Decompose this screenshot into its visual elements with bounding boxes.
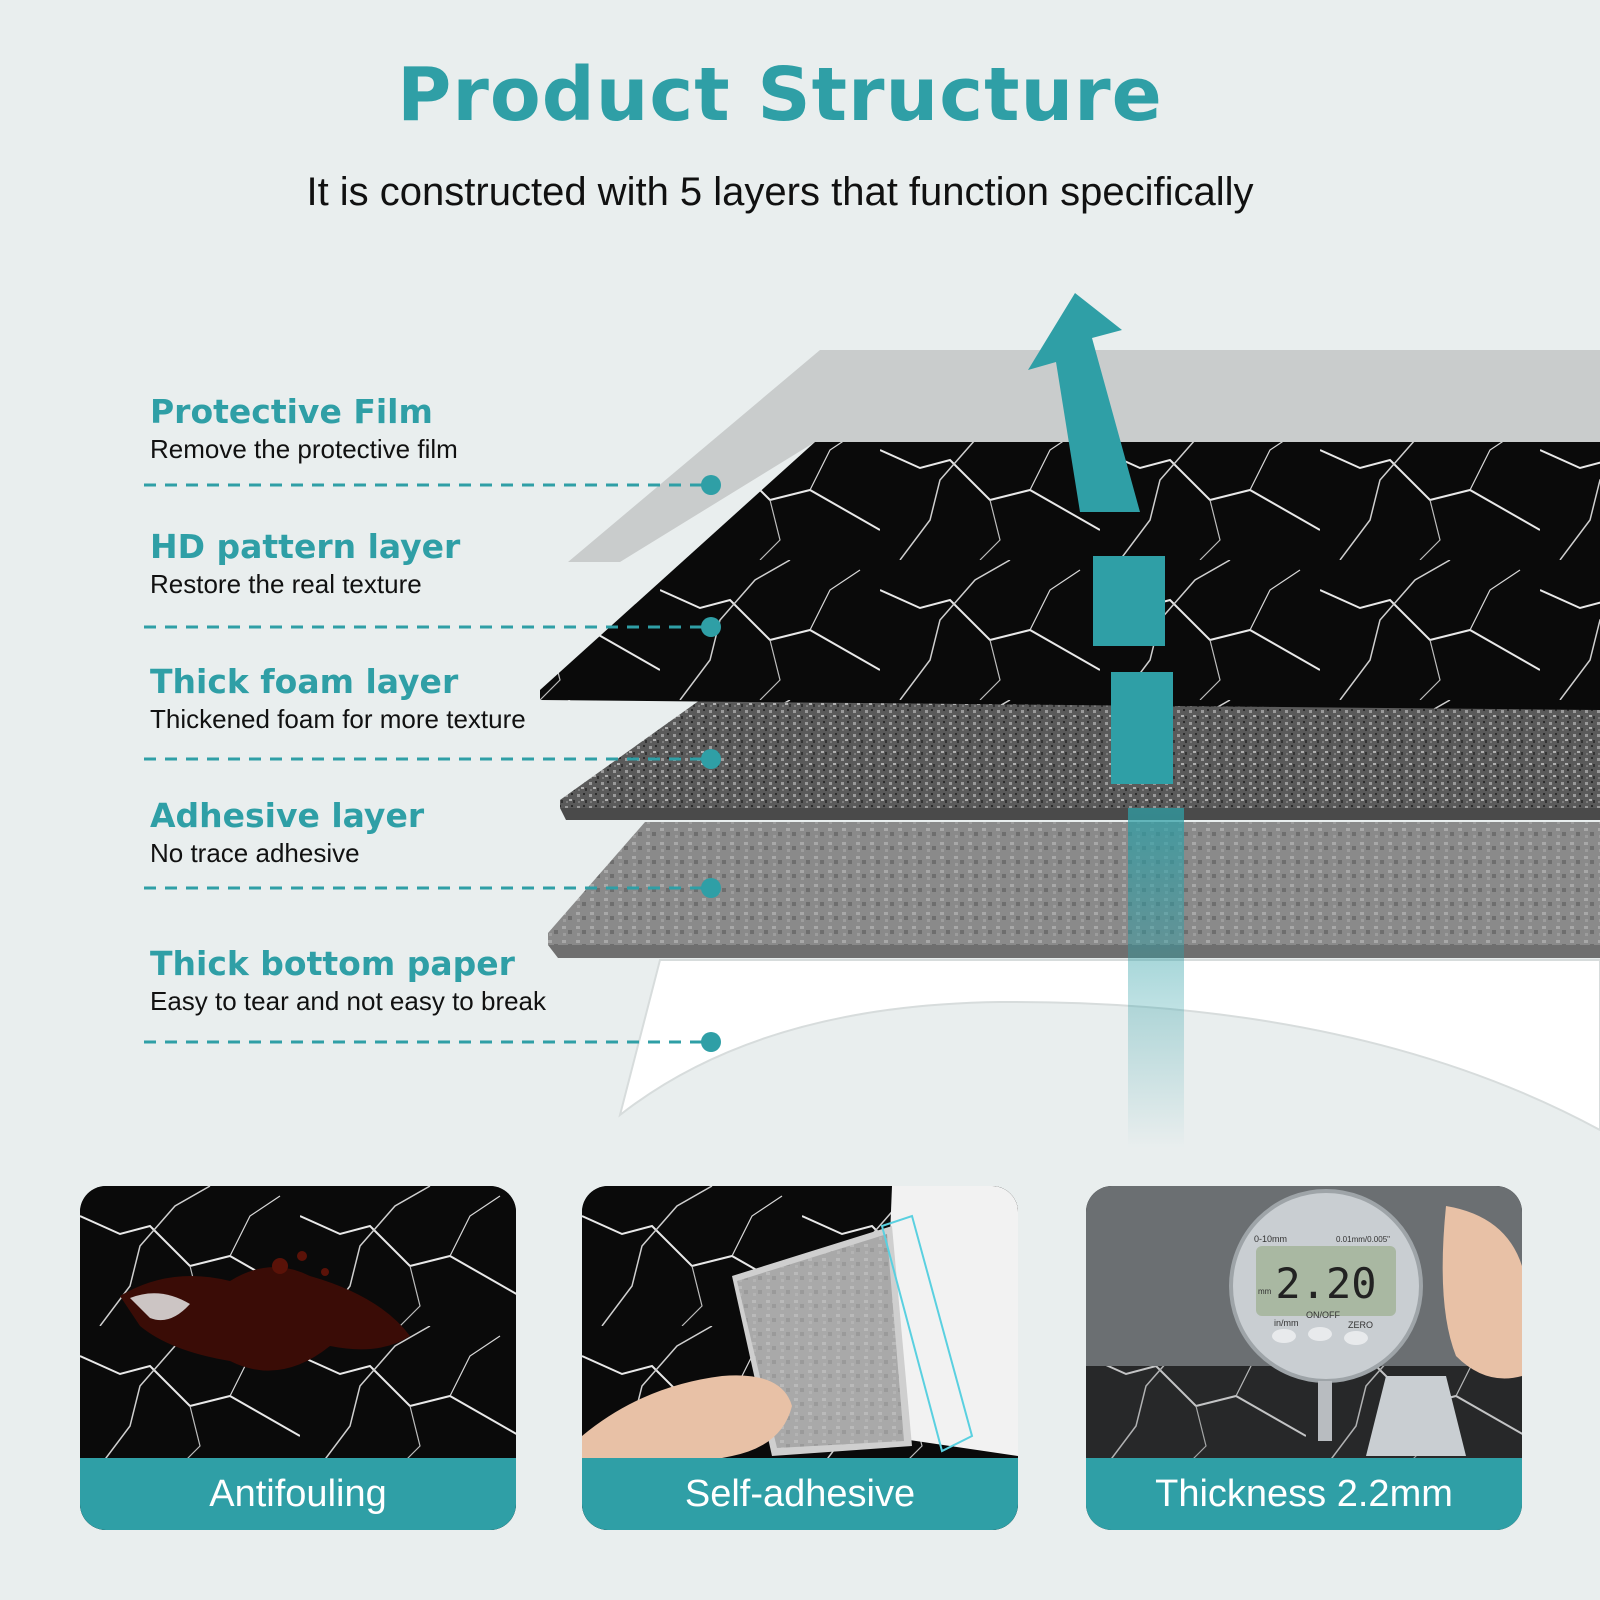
card-label: Thickness 2.2mm xyxy=(1086,1458,1522,1530)
upward-arrow-icon xyxy=(1028,293,1140,512)
leader-dot xyxy=(701,749,721,769)
page-title: Product Structure xyxy=(397,52,1163,138)
layer-desc: Easy to tear and not easy to break xyxy=(150,986,547,1016)
page-subtitle: It is constructed with 5 layers that fun… xyxy=(306,170,1254,214)
layer-label-protective-film: Protective Film Remove the protective fi… xyxy=(150,392,458,466)
layer-desc: Thickened foam for more texture xyxy=(150,704,526,734)
layer-name: Adhesive layer xyxy=(150,796,425,835)
layer-name: HD pattern layer xyxy=(150,527,461,566)
gauge-reading: 2.20 xyxy=(1275,1259,1376,1308)
feature-card-self-adhesive: Self-adhesive xyxy=(582,1186,1018,1530)
gauge-unit: mm xyxy=(1258,1287,1272,1296)
layer-name: Protective Film xyxy=(150,392,433,431)
layer-label-adhesive: Adhesive layer No trace adhesive xyxy=(150,796,424,870)
adhesive-layer xyxy=(548,822,1600,945)
layer-desc: Restore the real texture xyxy=(150,569,422,599)
protective-film-layer xyxy=(568,350,1600,562)
leader-dot xyxy=(701,617,721,637)
marble-pattern-layer xyxy=(540,442,1600,710)
gauge-button-label: in/mm xyxy=(1274,1318,1299,1328)
gauge-button-label: ON/OFF xyxy=(1306,1310,1340,1320)
gauge-resolution: 0.01mm/0.005" xyxy=(1336,1235,1390,1244)
card-label: Antifouling xyxy=(80,1458,516,1530)
layer-label-thick-foam: Thick foam layer Thickened foam for more… xyxy=(150,662,526,736)
feature-card-thickness: 2.20 0-10mm 0.01mm/0.005" mm in/mm ON/OF… xyxy=(1086,1186,1522,1530)
foam-layer xyxy=(560,700,1600,808)
layer-name: Thick foam layer xyxy=(150,662,459,701)
layer-desc: No trace adhesive xyxy=(150,838,360,868)
layer-name: Thick bottom paper xyxy=(150,944,515,983)
card-label: Self-adhesive xyxy=(582,1458,1018,1530)
leader-dot xyxy=(701,878,721,898)
feature-card-antifouling: Antifouling xyxy=(80,1186,516,1530)
gauge-range: 0-10mm xyxy=(1254,1234,1287,1244)
layer-label-bottom-paper: Thick bottom paper Easy to tear and not … xyxy=(150,944,546,1018)
layer-desc: Remove the protective film xyxy=(150,434,458,464)
bottom-paper-layer xyxy=(618,959,1600,1132)
gauge-button-label: ZERO xyxy=(1348,1320,1373,1330)
leader-lines xyxy=(144,483,712,1044)
leader-dot xyxy=(701,1032,721,1052)
layer-label-hd-pattern: HD pattern layer Restore the real textur… xyxy=(150,527,460,601)
leader-dot xyxy=(701,475,721,495)
